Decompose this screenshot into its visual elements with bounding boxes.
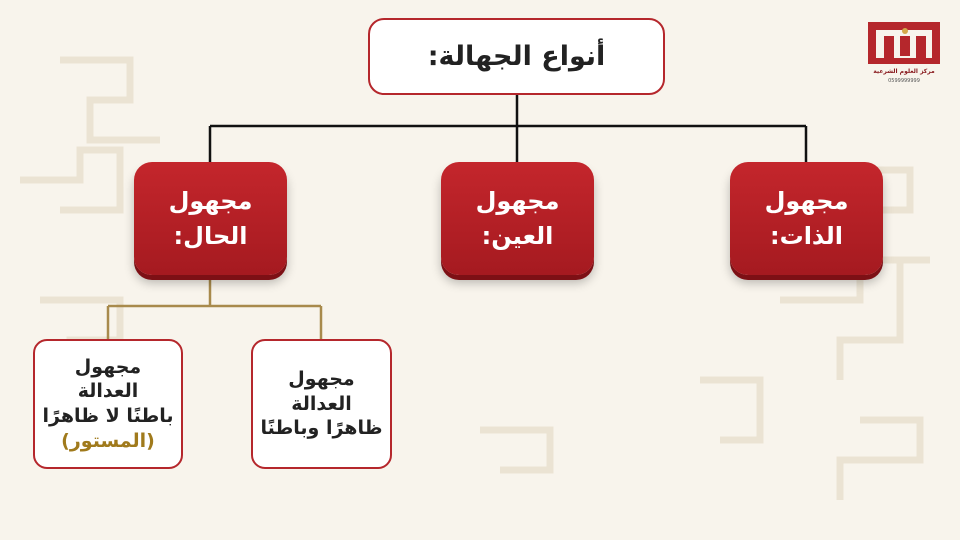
subtype-line4-highlight: (المستور) <box>61 429 155 452</box>
subtype-line3: ظاهرًا وباطنًا <box>260 417 383 440</box>
type-line2: الذات: <box>769 221 844 250</box>
type-box-state: مجهول الحال: <box>134 162 287 275</box>
type-box-identity: مجهول العين: <box>441 162 594 275</box>
subtype-line2: العدالة <box>291 392 352 415</box>
subtype-box-mastur: مجهول العدالة باطنًا لا ظاهرًا (المستور) <box>33 339 183 469</box>
subtype-line1: مجهول <box>288 367 355 390</box>
brand-logo-icon <box>868 22 940 64</box>
subtype-box-outward-inward: مجهول العدالة ظاهرًا وباطنًا <box>251 339 392 469</box>
brand-phone: 0599999999 <box>888 78 920 84</box>
type-line1: مجهول <box>764 186 849 215</box>
root-title-box: أنواع الجهالة: <box>368 18 665 95</box>
type-box-self: مجهول الذات: <box>730 162 883 275</box>
brand-tagline: مركز العلوم الشرعية <box>873 68 935 75</box>
type-line1: مجهول <box>475 186 560 215</box>
type-line2: الحال: <box>173 221 248 250</box>
root-title: أنواع الجهالة: <box>427 41 606 72</box>
subtype-line1: مجهول <box>74 355 142 378</box>
subtype-line2: العدالة <box>77 380 139 403</box>
type-line1: مجهول <box>168 186 253 215</box>
subtype-line3: باطنًا لا ظاهرًا <box>42 405 174 427</box>
type-line2: العين: <box>481 221 554 250</box>
